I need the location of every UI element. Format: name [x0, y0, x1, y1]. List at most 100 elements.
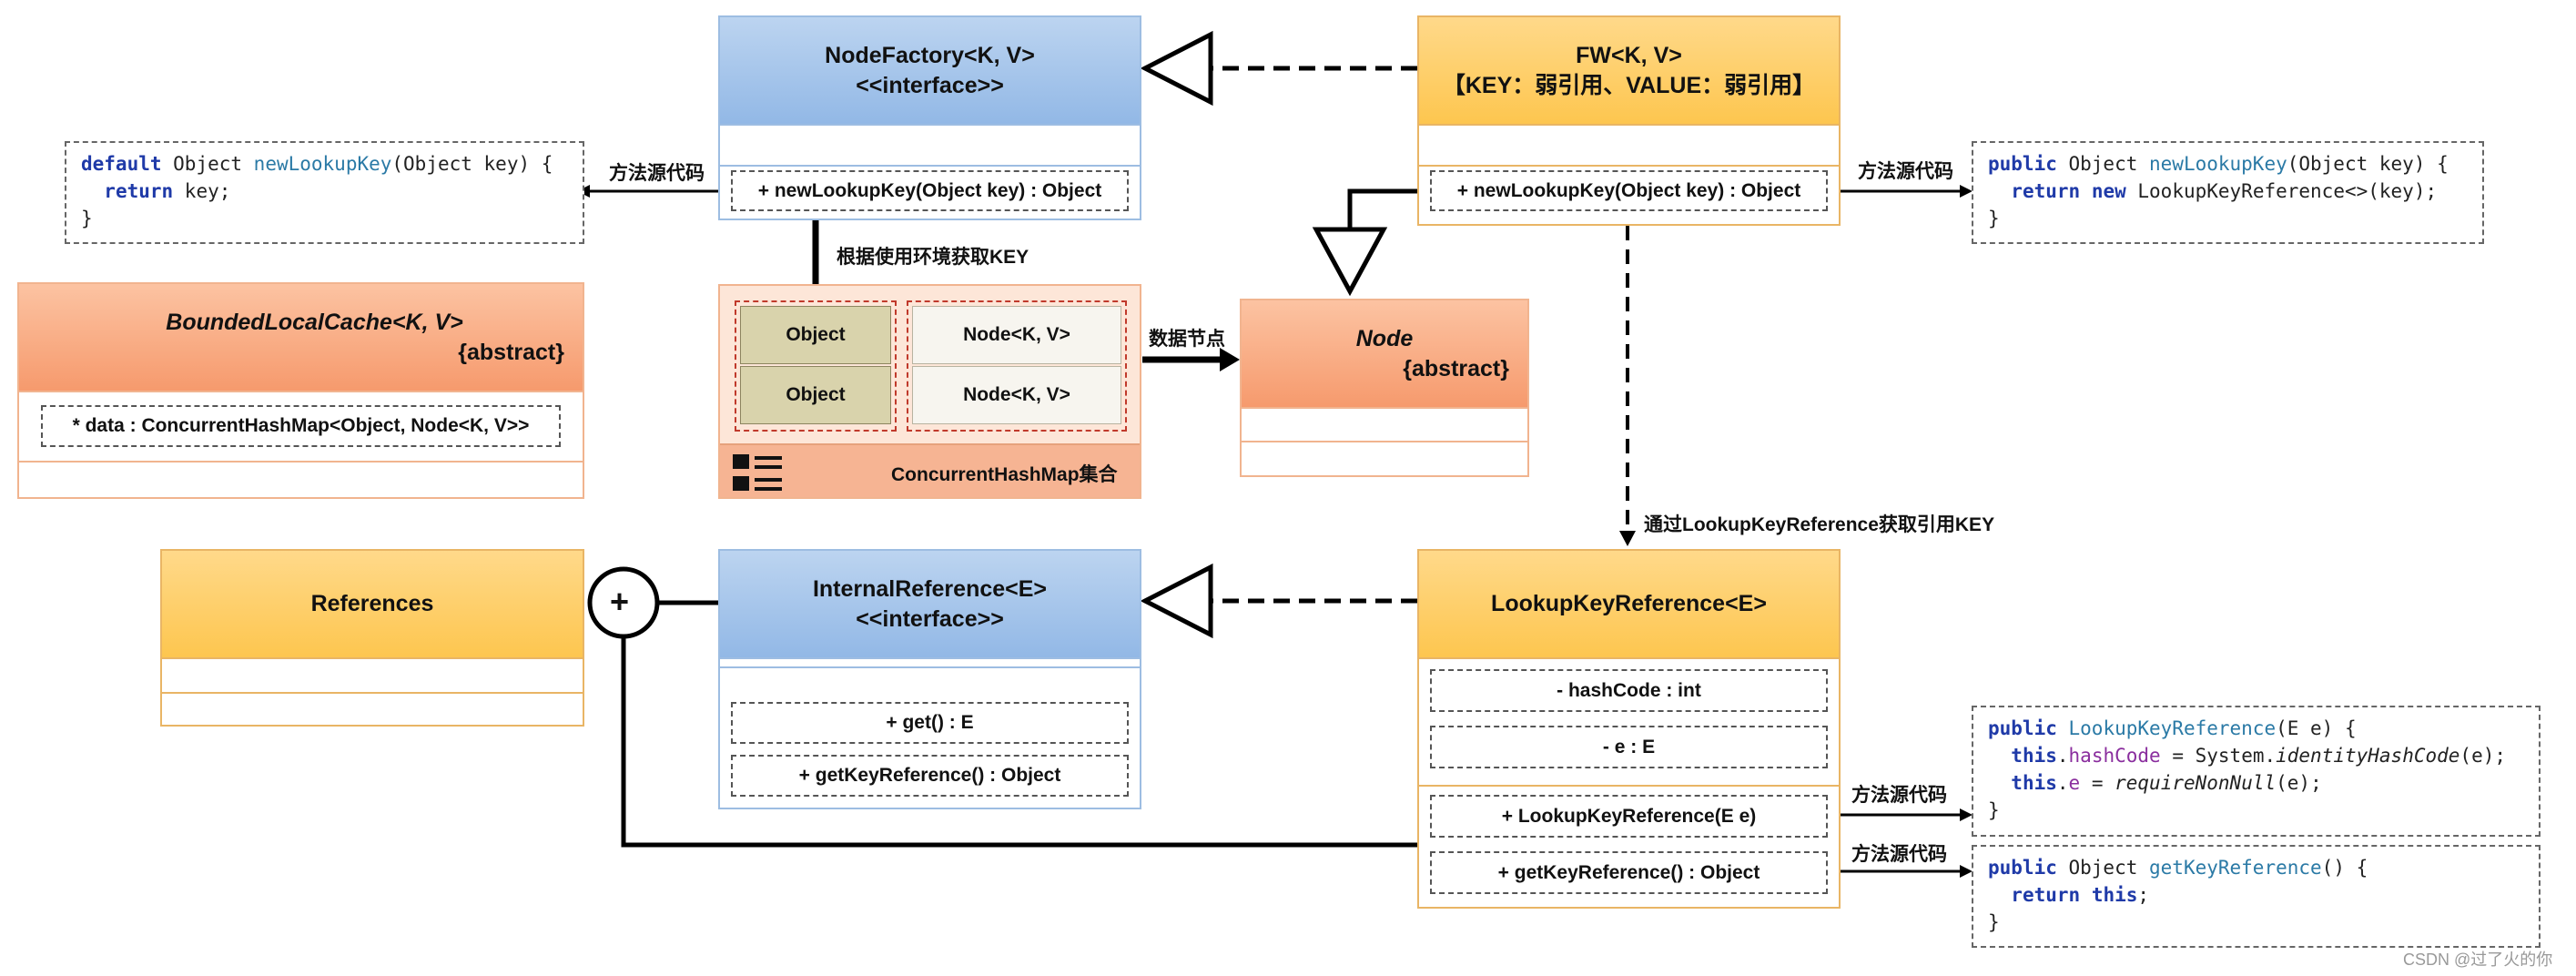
- label-data-node: 数据节点: [1149, 329, 1225, 350]
- src-arrowhead-2: [1960, 185, 1973, 198]
- generalization-arrowhead: [1312, 227, 1388, 297]
- code-text: (Object key) {: [391, 153, 553, 175]
- code-fn: newLookupKey: [253, 153, 392, 175]
- code-kw: public: [1988, 153, 2057, 175]
- code-kw: public: [1988, 717, 2057, 739]
- code-text: Object: [161, 153, 254, 175]
- code-kw: return: [2011, 884, 2081, 906]
- label-source-code-fw: 方法源代码: [1858, 161, 1953, 182]
- src-arrowhead-3: [1960, 808, 1973, 821]
- fw-methods: [1419, 165, 1839, 224]
- code-fw-newlookupkey: public Object newLookupKey(Object key) {…: [1972, 141, 2484, 244]
- code-italic: identityHashCode: [2276, 745, 2460, 767]
- map-caption: ConcurrentHashMap集合: [891, 464, 1118, 485]
- list-icon-l1: [755, 456, 782, 460]
- code-text: (e);: [2276, 772, 2322, 794]
- lookupkeyreference-method-getkeyreference: + getKeyReference() : Object: [1430, 851, 1828, 894]
- boundedlocalcache-fields: [19, 391, 583, 461]
- list-icon-l2: [755, 465, 782, 469]
- map-row1-value: Node<K, V>: [912, 306, 1121, 364]
- fw-header: FW<K, V> 【KEY：弱引用、VALUE：弱引用】: [1419, 17, 1839, 124]
- references-fields: [162, 657, 583, 692]
- fw-to-node-generalization: [1347, 188, 1417, 229]
- map-footer: ConcurrentHashMap集合: [720, 443, 1140, 497]
- internalreference-stereotype: <<interface>>: [856, 605, 1004, 632]
- code-text: key;: [173, 180, 231, 202]
- internalreference-header: InternalReference<E> <<interface>>: [720, 551, 1140, 657]
- internalreference-methods: [720, 666, 1140, 808]
- label-source-code-ctor: 方法源代码: [1851, 785, 1947, 806]
- boundedlocalcache-methods: [19, 461, 583, 497]
- map-key-column: [735, 300, 897, 432]
- code-kw: return: [2011, 180, 2081, 202]
- list-icon-l3: [755, 478, 782, 482]
- node-methods: [1242, 441, 1527, 475]
- label-source-code-nodefactory: 方法源代码: [609, 163, 705, 184]
- fw-subtitle: 【KEY：弱引用、VALUE：弱引用】: [1442, 72, 1816, 98]
- nesting-plus-symbol: +: [610, 583, 630, 620]
- nesting-to-lookup: [621, 635, 1417, 848]
- map-row1-key: Object: [740, 306, 891, 364]
- src-arrowhead-4: [1960, 865, 1973, 878]
- class-fw: FW<K, V> 【KEY：弱引用、VALUE：弱引用】 + newLookup…: [1417, 15, 1841, 226]
- internalreference-fields: [720, 657, 1140, 666]
- nodefactory-title: NodeFactory<K, V>: [825, 42, 1035, 68]
- code-fn: getKeyReference: [2149, 857, 2322, 879]
- code-getkeyreference: public Object getKeyReference() { return…: [1972, 845, 2541, 948]
- nodefactory-header: NodeFactory<K, V> <<interface>>: [720, 17, 1140, 124]
- list-icon-l4: [755, 487, 782, 491]
- list-icon: [733, 454, 784, 493]
- code-text: = System.: [2160, 745, 2277, 767]
- class-boundedlocalcache: BoundedLocalCache<K, V> {abstract} * dat…: [17, 282, 584, 499]
- code-text: (Object key) {: [2287, 153, 2449, 175]
- fw-title: FW<K, V>: [1576, 42, 1682, 68]
- fw-fields: [1419, 124, 1839, 165]
- code-text: LookupKeyReference<>(key);: [2125, 180, 2438, 202]
- code-kw: this: [2011, 745, 2057, 767]
- boundedlocalcache-field-data: * data : ConcurrentHashMap<Object, Node<…: [41, 405, 561, 447]
- map-value-column: [907, 300, 1127, 432]
- code-kw: default: [81, 153, 162, 175]
- nodefactory-stereotype: <<interface>>: [856, 72, 1004, 98]
- internalreference-method-get: + get() : E: [731, 702, 1129, 744]
- label-via-lookup: 通过LookupKeyReference获取引用KEY: [1644, 514, 1995, 535]
- lookupkeyreference-field-hashcode: - hashCode : int: [1430, 669, 1828, 712]
- node-fields: [1242, 407, 1527, 441]
- boundedlocalcache-header: BoundedLocalCache<K, V> {abstract}: [19, 284, 583, 391]
- map-row2-value: Node<K, V>: [912, 366, 1121, 424]
- class-lookupkeyreference: LookupKeyReference<E> - hashCode : int -…: [1417, 549, 1841, 909]
- nodefactory-method-newlookupkey: + newLookupKey(Object key) : Object: [731, 170, 1129, 211]
- internalreference-method-getkeyreference: + getKeyReference() : Object: [731, 755, 1129, 797]
- code-text: (E e) {: [2276, 717, 2357, 739]
- boundedlocalcache-modifier: {abstract}: [458, 339, 564, 365]
- code-text: =: [2080, 772, 2115, 794]
- code-text: Object: [2056, 857, 2150, 879]
- node-modifier: {abstract}: [1403, 355, 1509, 381]
- code-text: ;: [2137, 884, 2150, 906]
- lookupkeyreference-field-e: - e : E: [1430, 726, 1828, 768]
- nodefactory-fields: [720, 124, 1140, 165]
- arrowhead-right-1: [1220, 348, 1240, 371]
- code-text: }: [1988, 208, 2000, 229]
- references-title: References: [310, 591, 434, 616]
- lookupkeyreference-title: LookupKeyReference<E>: [1491, 591, 1767, 616]
- code-fn: newLookupKey: [2149, 153, 2287, 175]
- code-field: hashCode: [2068, 745, 2161, 767]
- realization-arrowhead-2: [1140, 563, 1213, 639]
- lookupkeyreference-header: LookupKeyReference<E>: [1419, 551, 1839, 657]
- concurrenthashmap-table: Object Object Node<K, V> Node<K, V> Conc…: [718, 284, 1141, 499]
- code-text: }: [81, 208, 93, 229]
- nodefactory-methods: [720, 165, 1140, 219]
- watermark: CSDN @过了火的你: [2403, 951, 2553, 969]
- class-node: Node {abstract}: [1240, 299, 1529, 477]
- internalreference-title: InternalReference<E>: [812, 575, 1048, 602]
- code-fn: LookupKeyReference: [2068, 717, 2277, 739]
- arrowhead-down-2: [1619, 531, 1636, 546]
- lookupkeyreference-method-constructor: + LookupKeyReference(E e): [1430, 795, 1828, 838]
- label-get-key-by-env: 根据使用环境获取KEY: [837, 247, 1029, 268]
- code-kw: public: [1988, 857, 2057, 879]
- code-text: }: [1988, 911, 2000, 933]
- node-title: Node: [1355, 325, 1414, 351]
